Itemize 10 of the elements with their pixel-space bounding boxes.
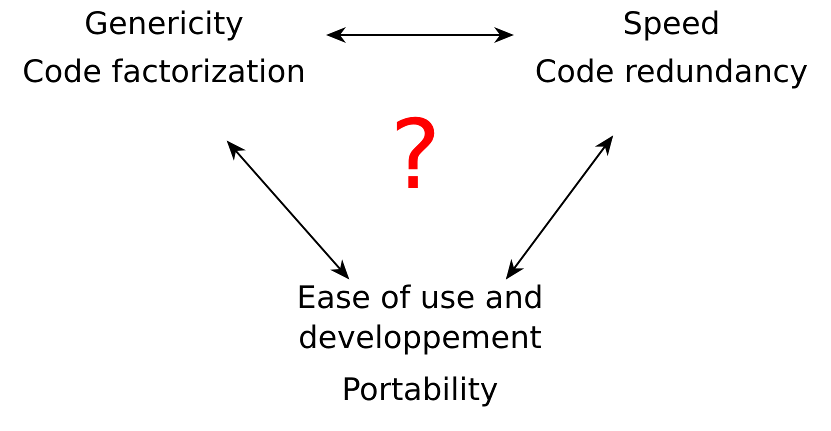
question-mark: ? bbox=[390, 100, 441, 210]
node-label: Speed bbox=[622, 5, 720, 44]
node-label: Code factorization bbox=[22, 53, 306, 92]
double-arrow bbox=[326, 27, 514, 43]
node-label: Ease of use and developpement bbox=[296, 279, 544, 358]
node-label: Portability bbox=[342, 371, 498, 410]
node-label: Genericity bbox=[84, 5, 244, 44]
double-arrow bbox=[226, 140, 350, 280]
double-arrow bbox=[506, 135, 614, 280]
node-label: Code redundancy bbox=[534, 53, 808, 92]
